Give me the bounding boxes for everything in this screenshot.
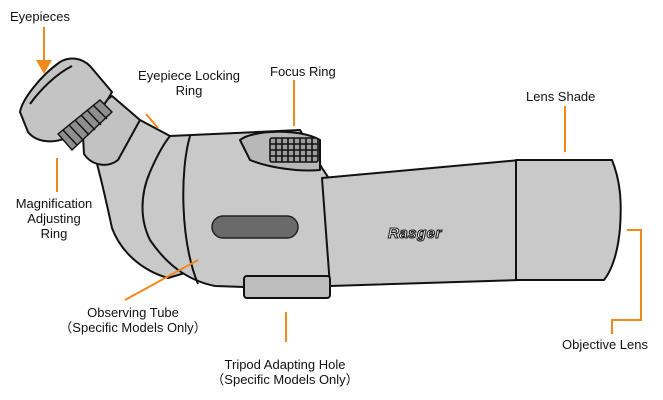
label-lens-shade: Lens Shade (526, 89, 596, 104)
focus-ring-knurl (269, 137, 319, 163)
label-objective-lens: Objective Lens (562, 337, 648, 352)
leader-eyepiece-locking-ring (145, 113, 159, 129)
tripod-foot (243, 275, 331, 299)
label-tripod-adapting-hole: Tripod Adapting Hole （Specific Models On… (211, 357, 359, 387)
observing-window (211, 215, 299, 239)
magnification-ring-knurl (56, 99, 114, 152)
leader-objective-lens (611, 229, 642, 334)
label-focus-ring: Focus Ring (270, 64, 336, 79)
label-magnification-adjusting-ring: Magnification Adjusting Ring (15, 196, 93, 241)
eyepieces-arrow-icon (36, 60, 52, 74)
leader-lines (36, 27, 642, 342)
eyepiece-cup-rim (29, 65, 73, 105)
body-panel-line (182, 135, 199, 285)
scope-body (141, 129, 331, 291)
tube-taper (321, 159, 521, 287)
brand-logo: Rasger (388, 225, 443, 242)
lens-shade (515, 159, 622, 281)
label-observing-tube: Observing Tube （Specific Models Only） (59, 305, 207, 335)
leader-observing-tube (124, 259, 199, 301)
label-eyepiece-locking-ring: Eyepiece Locking Ring (138, 68, 240, 98)
label-eyepieces: Eyepieces (10, 9, 70, 24)
